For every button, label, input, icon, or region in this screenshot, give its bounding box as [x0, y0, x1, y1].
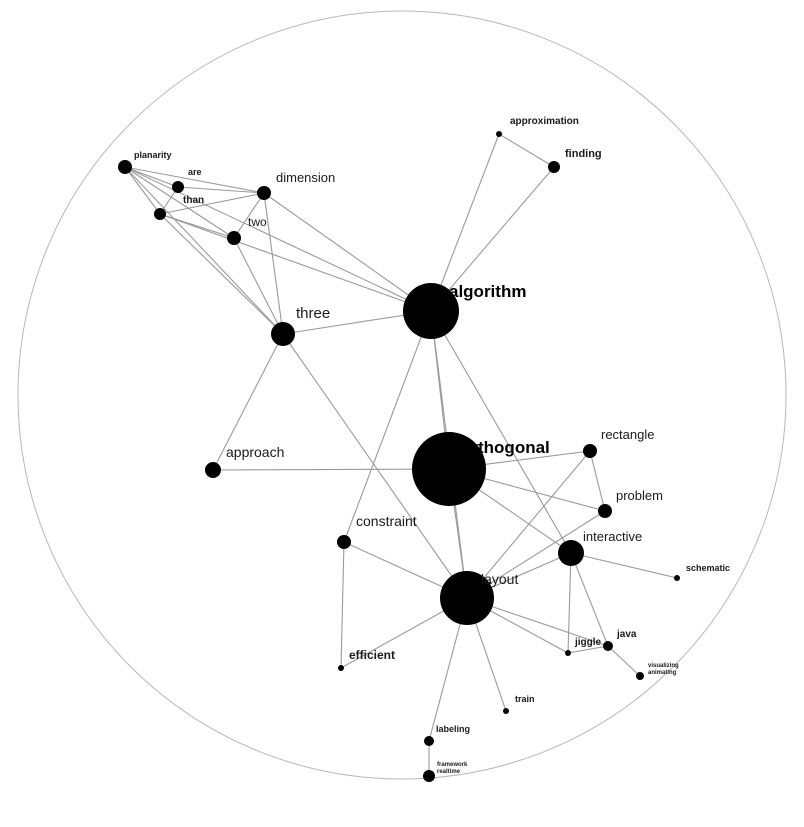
node-train[interactable] — [503, 708, 509, 714]
edge-approximation-algorithm — [430, 133, 500, 312]
node-label-labeling: labeling — [436, 724, 470, 734]
edge-interactive-java — [570, 552, 609, 647]
edge-java-visualizing — [607, 645, 641, 677]
node-label-approximation: approximation — [510, 116, 579, 127]
edge-finding-algorithm — [430, 166, 555, 312]
edge-planarity-are — [124, 166, 179, 188]
edge-problem-layout — [466, 510, 606, 599]
edge-jiggle-java — [567, 645, 609, 654]
node-constraint[interactable] — [337, 535, 351, 549]
node-approximation[interactable] — [496, 131, 502, 137]
node-layout[interactable] — [440, 571, 494, 625]
node-than[interactable] — [154, 208, 166, 220]
node-algorithm[interactable] — [403, 283, 459, 339]
labels-group: planarity are than dimension two approximatio… — [134, 116, 730, 775]
node-label-algorithm: algorithm — [449, 282, 526, 301]
node-label-than: than — [183, 195, 204, 206]
node-label-jiggle: jiggle — [574, 637, 602, 648]
node-planarity[interactable] — [118, 160, 132, 174]
edge-approximation-finding — [498, 133, 555, 168]
node-approach[interactable] — [205, 462, 221, 478]
node-label-rectangle: rectangle — [601, 427, 654, 442]
node-label-schematic: schematic — [686, 563, 730, 573]
node-label-constraint: constraint — [356, 513, 417, 529]
edge-algorithm-constraint — [343, 310, 432, 543]
edge-constraint-efficient — [340, 541, 345, 669]
edge-than-three — [159, 213, 284, 335]
node-rectangle[interactable] — [583, 444, 597, 458]
node-java[interactable] — [603, 641, 613, 651]
node-schematic[interactable] — [674, 575, 680, 581]
edge-dimension-two — [233, 192, 265, 239]
node-label-efficient: efficient — [349, 648, 395, 662]
node-label-approach: approach — [226, 444, 284, 460]
node-label-train: train — [515, 694, 535, 704]
edge-planarity-algorithm — [124, 166, 432, 312]
edge-planarity-two — [124, 166, 235, 239]
edge-dimension-algorithm — [263, 192, 432, 312]
edge-than-dimension — [159, 192, 265, 215]
edge-algorithm-interactive — [430, 310, 572, 554]
edge-interactive-schematic — [570, 552, 678, 579]
edge-than-algorithm — [159, 213, 432, 312]
node-label-planarity: planarity — [134, 150, 172, 160]
edge-dimension-three — [263, 192, 284, 335]
edge-are-dimension — [177, 186, 265, 194]
node-orthogonal[interactable] — [412, 432, 486, 506]
node-label-interactive: interactive — [583, 529, 642, 544]
node-three[interactable] — [271, 322, 295, 346]
edge-three-layout — [282, 333, 468, 599]
edge-three-approach — [212, 333, 284, 471]
node-label-java: java — [616, 629, 637, 640]
edge-rectangle-layout — [466, 450, 591, 599]
node-label-three: three — [296, 305, 330, 322]
node-dimension[interactable] — [257, 186, 271, 200]
node-jiggle[interactable] — [565, 650, 571, 656]
edge-planarity-than — [124, 166, 161, 215]
edge-approach-orthogonal — [212, 468, 450, 471]
node-framework[interactable] — [423, 770, 435, 782]
node-label-finding: finding — [565, 148, 602, 160]
node-labeling[interactable] — [424, 736, 434, 746]
node-are[interactable] — [172, 181, 184, 193]
node-label-two: two — [248, 215, 267, 229]
node-label-are: are — [188, 167, 202, 177]
boundary-circle — [17, 10, 787, 780]
node-label-dimension: dimension — [276, 170, 335, 185]
edge-rectangle-problem — [589, 450, 606, 512]
node-interactive[interactable] — [558, 540, 584, 566]
nodes-group — [118, 131, 680, 782]
node-label-layout: layout — [481, 571, 518, 587]
edge-planarity-dimension — [124, 166, 265, 194]
edge-planarity-three — [124, 166, 284, 335]
node-finding[interactable] — [548, 161, 560, 173]
node-efficient[interactable] — [338, 665, 344, 671]
node-problem[interactable] — [598, 504, 612, 518]
node-label-orthogonal: orthogonal — [461, 438, 550, 457]
edge-two-three — [233, 237, 284, 335]
edge-interactive-jiggle — [567, 552, 572, 654]
node-visualizing[interactable] — [636, 672, 644, 680]
node-label-problem: problem — [616, 488, 663, 503]
node-two[interactable] — [227, 231, 241, 245]
